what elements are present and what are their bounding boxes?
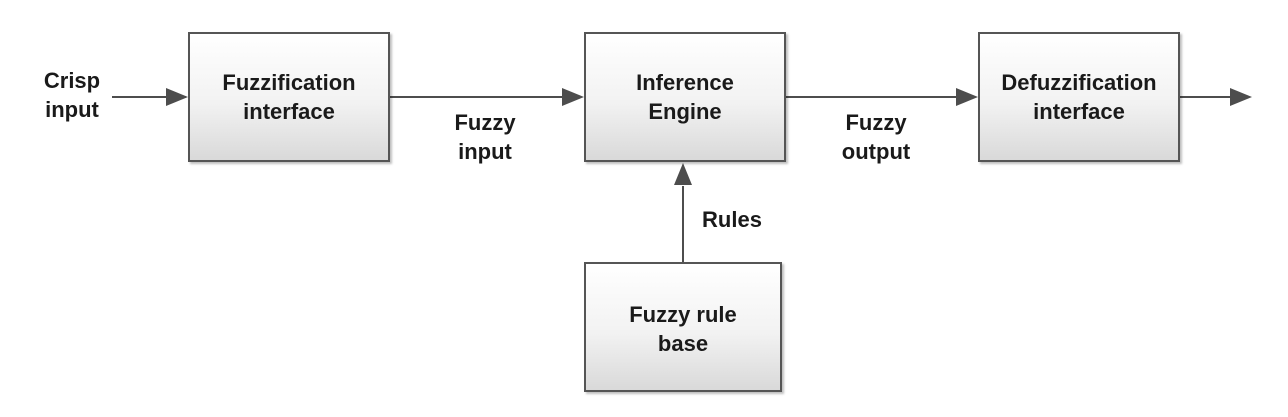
inference-label-line1: Inference	[636, 70, 734, 95]
defuzzification-label-line1: Defuzzification	[1001, 70, 1157, 95]
fuzzification-label-line1: Fuzzification	[222, 70, 356, 95]
crisp-input-label: Crisp input	[32, 66, 112, 124]
arrowhead-defuzzification	[956, 88, 978, 106]
crisp-input-line1: Crisp	[43, 68, 101, 93]
fuzzy-output-line1: Fuzzy	[845, 110, 907, 135]
fuzzy-output-line2: output	[841, 139, 911, 164]
defuzzification-label-line2: interface	[1033, 99, 1125, 124]
inference-label-line2: Engine	[648, 99, 722, 124]
fuzzy-input-line2: input	[458, 139, 512, 164]
fuzzification-interface-box: Fuzzification interface	[188, 32, 390, 162]
arrowhead-rules	[674, 163, 692, 185]
defuzzification-interface-label: Defuzzification interface	[980, 68, 1178, 126]
rule-base-label-line1: Fuzzy rule	[629, 302, 737, 327]
fuzzification-interface-label: Fuzzification interface	[190, 68, 388, 126]
rules-label: Rules	[692, 205, 772, 234]
fuzzy-input-line1: Fuzzy	[454, 110, 516, 135]
crisp-input-line2: input	[45, 97, 99, 122]
fuzzy-rule-base-box: Fuzzy rule base	[584, 262, 782, 392]
inference-engine-box: Inference Engine	[584, 32, 786, 162]
rules-line1: Rules	[702, 207, 762, 232]
fuzzification-label-line2: interface	[243, 99, 335, 124]
fuzzy-input-label: Fuzzy input	[440, 108, 530, 166]
arrowhead-output	[1230, 88, 1252, 106]
arrowhead-inference	[562, 88, 584, 106]
arrowhead-fuzzification	[166, 88, 188, 106]
inference-engine-label: Inference Engine	[586, 68, 784, 126]
fuzzy-rule-base-label: Fuzzy rule base	[586, 300, 780, 358]
fuzzy-output-label: Fuzzy output	[826, 108, 926, 166]
rule-base-label-line2: base	[657, 331, 709, 356]
defuzzification-interface-box: Defuzzification interface	[978, 32, 1180, 162]
